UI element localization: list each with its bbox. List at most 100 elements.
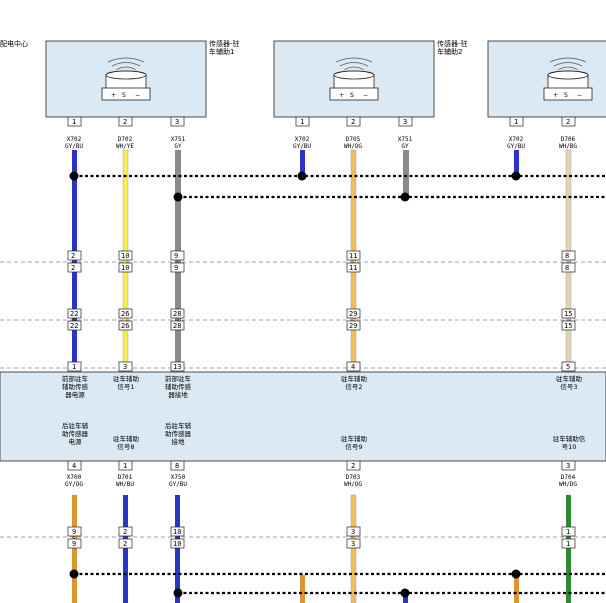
distribution-center-label: 配电中心	[0, 39, 28, 48]
pin-number: 1	[566, 528, 570, 536]
wire-lower-3	[175, 495, 180, 603]
pin-number: 10	[121, 252, 129, 260]
pin-function-label: 驻车辅助	[113, 434, 140, 443]
splice-dot	[297, 171, 307, 181]
inline-pin-boxes	[67, 250, 576, 372]
wire-s2-pin3	[403, 150, 409, 196]
wire-lower-1	[72, 495, 77, 603]
pin-number: 4	[351, 363, 355, 371]
wire-code: D702	[118, 136, 133, 143]
pin-number: 28	[173, 322, 181, 330]
pin-number: 3	[175, 118, 179, 126]
sensor-2-name-line1: 传感器-驻	[437, 39, 468, 48]
sensor-pin-boxes	[67, 116, 576, 127]
splice-dot	[511, 171, 521, 181]
wire-color-code: WH/OG	[344, 481, 362, 488]
pin-function-label: 辅助传感	[62, 382, 89, 391]
wire-lower-2	[123, 495, 128, 603]
pin-function-label: 助传感器	[62, 429, 89, 438]
wire-code: X702	[295, 136, 310, 143]
pin-number: 29	[349, 322, 357, 330]
pin-number: 8	[175, 462, 179, 470]
pin-number: 15	[564, 322, 572, 330]
wire-code: D704	[561, 474, 576, 481]
sensor-plus-label: +	[553, 92, 558, 99]
control-labels-bottom: 后驻车辅 助传感器 电源 驻车辅助 信号8 后驻车辅 助传感器 接地 驻车辅助 …	[62, 421, 586, 451]
pin-number: 8	[565, 252, 569, 260]
ultrasonic-sensor-icon	[543, 57, 593, 101]
ultrasonic-sensor-icon	[329, 57, 379, 101]
pin-number: 11	[349, 264, 357, 272]
pin-number: 22	[70, 310, 78, 318]
wire-code: X700	[67, 474, 82, 481]
wire-color-code: WH/YE	[116, 143, 134, 150]
sensor-1: 传感器-驻 车辅助1 + S −	[45, 39, 240, 118]
sensor-plus-label: +	[111, 92, 116, 99]
splice-dot	[173, 192, 183, 202]
pin-function-label: 后驻车辅	[62, 421, 89, 430]
pin-number: 10	[121, 264, 129, 272]
pin-number: 3	[123, 363, 127, 371]
control-labels-top: 前部驻车 辅助传感 器电源 驻车辅助 信号1 前部驻车 辅助传感 器接地 驻车辅…	[62, 374, 583, 399]
splice-dot	[69, 171, 79, 181]
wire-code: X702	[67, 136, 82, 143]
lower-pin-boxes	[67, 460, 576, 549]
pin-number: 9	[72, 528, 76, 536]
pin-number: 1	[300, 118, 304, 126]
wire-color-code: GY	[401, 143, 409, 150]
pin-number: 8	[565, 264, 569, 272]
lower-wire-codes: X700 GY/OG D701 WH/BU X750 GY/BU D703 WH…	[65, 474, 577, 488]
splice-dot	[511, 569, 521, 579]
sensor-minus-label: −	[135, 92, 140, 99]
pin-function-label: 驻车辅助信	[553, 434, 586, 443]
sensor-s-label: S	[350, 92, 354, 99]
wire-color-code: WH/BU	[116, 481, 134, 488]
pin-number: 2	[71, 264, 75, 272]
wire-code: X750	[171, 474, 186, 481]
pin-number: 26	[121, 322, 129, 330]
sensor-s-label: S	[564, 92, 568, 99]
pin-function-label: 信号2	[345, 382, 362, 391]
sensor-1-name-line2: 车辅助1	[209, 47, 234, 56]
pin-number: 3	[351, 540, 355, 548]
pin-number: 1	[123, 462, 127, 470]
wire-color-code: WH/DG	[559, 481, 577, 488]
pin-function-label: 电源	[69, 437, 83, 446]
pin-function-label: 信号8	[117, 442, 134, 451]
pin-number: 1	[514, 118, 518, 126]
pin-function-label: 前部驻车	[62, 374, 89, 383]
wire-code: D706	[561, 136, 576, 143]
wire-lower-stub	[300, 575, 305, 603]
pin-function-label: 助传感器	[165, 429, 192, 438]
pin-function-label: 前部驻车	[165, 374, 192, 383]
wire-code: X751	[171, 136, 186, 143]
pin-number: 2	[351, 118, 355, 126]
sensor-2: 传感器-驻 车辅助2 + S −	[273, 39, 468, 118]
wire-color-code: WH/BG	[559, 143, 577, 150]
pin-number: 13	[173, 363, 181, 371]
splice-dot	[400, 192, 410, 202]
pin-function-label: 信号9	[345, 442, 362, 451]
pin-number: 2	[123, 540, 127, 548]
pin-number: 4	[72, 462, 76, 470]
pin-number: 9	[174, 252, 178, 260]
pin-function-label: 号10	[562, 443, 577, 451]
pin-number: 15	[564, 310, 572, 318]
wire-color-code: GY/BU	[507, 143, 525, 150]
pin-number: 9	[72, 540, 76, 548]
pin-number: 3	[566, 462, 570, 470]
wire-color-code: GY	[174, 143, 182, 150]
wire-color-code: GY/BU	[65, 143, 83, 150]
pin-function-label: 器接地	[168, 390, 188, 399]
sensor-minus-label: −	[577, 92, 582, 99]
pin-number: 26	[121, 310, 129, 318]
pin-function-label: 接地	[172, 437, 186, 446]
sensor-1-name-line1: 传感器-驻	[209, 39, 240, 48]
wire-color-code: GY/OG	[65, 481, 83, 488]
wire-color-code: WH/OG	[344, 143, 362, 150]
wire-color-code: GY/BU	[293, 143, 311, 150]
wire-code: D701	[118, 474, 133, 481]
wire-code: D705	[346, 136, 361, 143]
splice-dot	[69, 569, 79, 579]
sensor-2-name-line2: 车辅助2	[437, 47, 462, 56]
